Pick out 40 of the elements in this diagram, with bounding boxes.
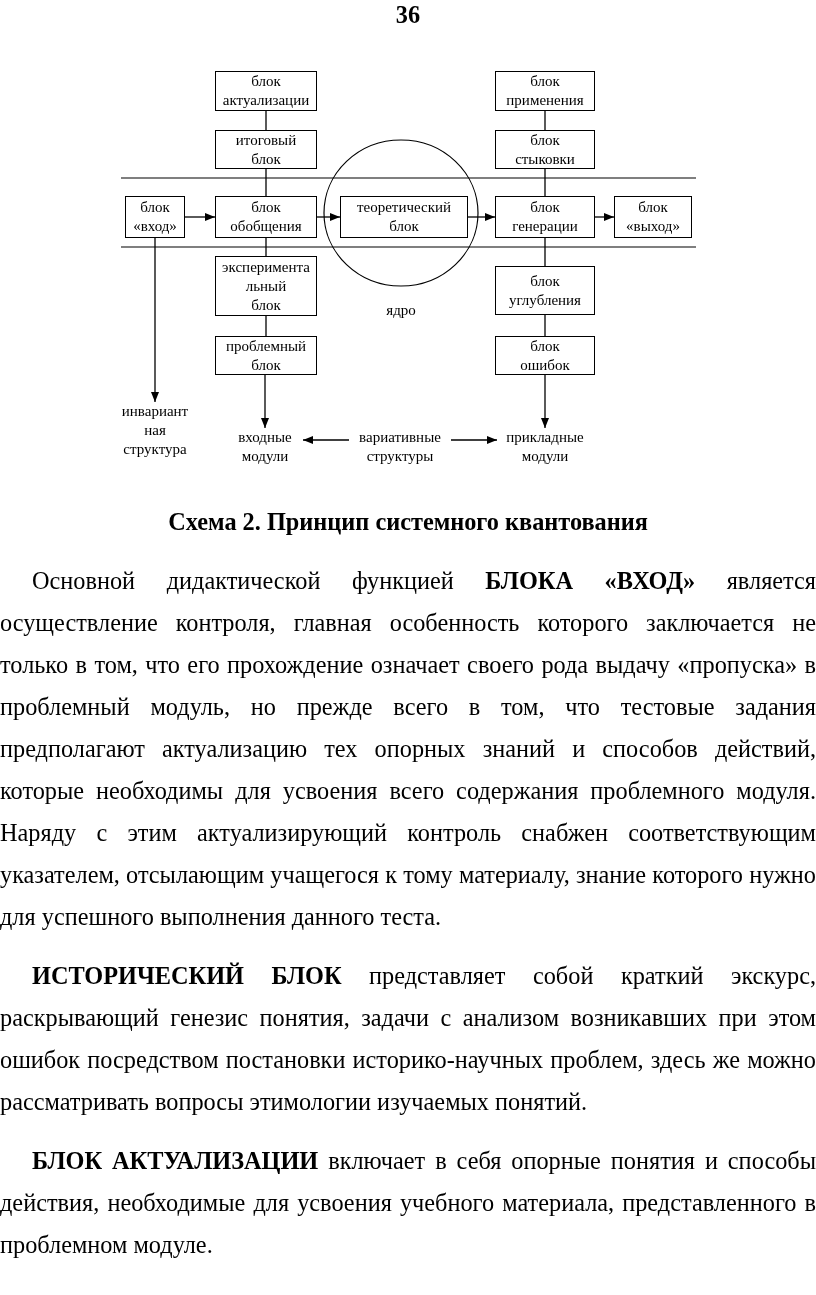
text-label: инвариант ная структура [108,402,202,460]
arrow [151,237,159,403]
connector-line [544,237,546,267]
core-label: ядро [385,301,417,320]
connector-line [544,168,546,197]
arrow [467,213,496,221]
block-box: блок актуализации [215,71,317,111]
page-number: 36 [394,0,422,30]
block-box: проблемный блок [215,336,317,375]
arrow [261,374,269,429]
paragraph: Основной дидактической функцией БЛОКА «ВХОД» является осуществление контроля, главная особенность которого заключается не только в том, что его прохождение означает своего рода выдачу «пропуска» в проблемный модуль, но прежде всего в том, что тестовые задания предполагают актуализацию тех опорных знаний и способов действий, которые необходимы для усвоения всего содержания проблемного модуля. Наряду с этим актуализирующий контроль снабжен соответствующим указателем, отсылающим учащегося к тому материалу, знание которого нужно для успешного выполнения данного теста. [0,566,816,932]
block-box: итоговый блок [215,130,317,169]
paragraph: ИСТОРИЧЕСКИЙ БЛОК представляет собой краткий экскурс, раскрывающий генезис понятия, задачи с анализом возникавших при этом ошибок посредством постановки историко-научных проблем, здесь же можно рассматривать вопросы этимологии изучаемых понятий. [0,961,816,1117]
paragraph: БЛОК АКТУАЛИЗАЦИИ включает в себя опорные понятия и способы действия, необходимые для усвоения учебного материала, представленного в проблемном модуле. [0,1146,816,1260]
connector-line [265,237,267,257]
block-box: блок «выход» [614,196,692,238]
block-box: блок «вход» [125,196,185,238]
text-label: входные модули [227,428,303,468]
text-label: прикладные модули [497,428,593,468]
block-box: блок обобщения [215,196,317,238]
arrow [594,213,615,221]
block-box: блок стыковки [495,130,595,169]
arrow [541,374,549,429]
connector-line [265,168,267,197]
block-box: блок ошибок [495,336,595,375]
block-box: эксперимента льный блок [215,256,317,316]
connector-line [265,315,267,337]
connector-line [265,110,267,131]
text-label: вариативные структуры [349,428,451,468]
connector-line [544,314,546,337]
figure-caption: Схема 2. Принцип системного квантования [167,507,649,537]
connector-line [544,110,546,131]
arrow [302,436,350,444]
block-box: теоретический блок [340,196,468,238]
block-box: блок генерации [495,196,595,238]
arrow [316,213,341,221]
arrow [450,436,498,444]
arrow [184,213,216,221]
block-box: блок углубления [495,266,595,315]
block-box: блок применения [495,71,595,111]
